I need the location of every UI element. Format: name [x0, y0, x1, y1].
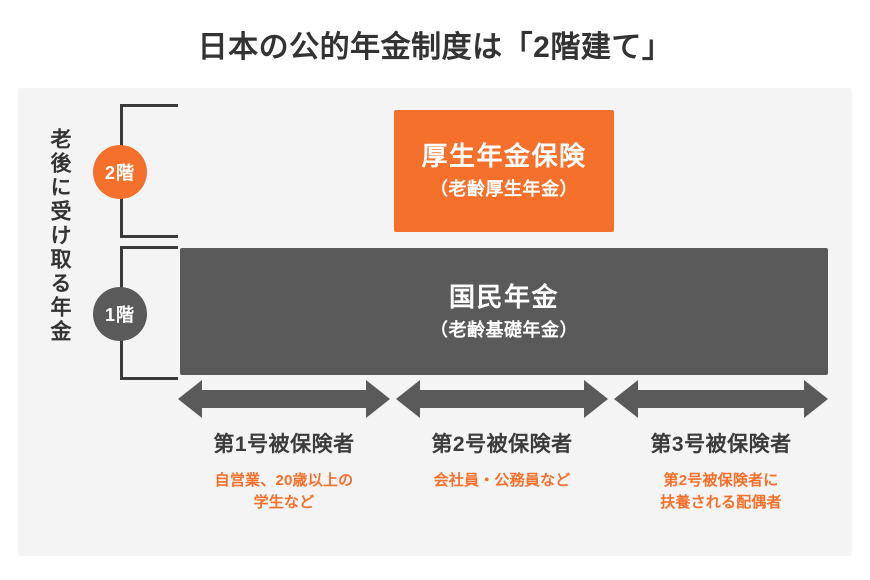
page-title: 日本の公的年金制度は「2階建て」 [197, 31, 673, 64]
category-description-2: 会社員・公務員など [433, 472, 571, 490]
category-column-1: 第1号被保険者 自営業、20歳以上の学生など [172, 432, 396, 514]
floor-badge-2: 2階 [93, 145, 147, 199]
category-description-1: 自営業、20歳以上の学生など [214, 472, 354, 511]
scheme-subtitle-kosei: （老齢厚生年金） [430, 179, 578, 200]
double-headed-arrow-icon [614, 378, 828, 420]
category-title-2: 第2号被保険者 [431, 433, 573, 456]
category-title-1: 第1号被保険者 [213, 433, 355, 456]
category-title-3: 第3号被保険者 [650, 433, 792, 456]
scheme-box-kokumin-nenkin: 国民年金 （老齢基礎年金） [180, 248, 828, 375]
double-headed-arrow-icon [396, 378, 608, 420]
category-column-3: 第3号被保険者 第2号被保険者に扶養される配偶者 [608, 432, 834, 514]
scheme-box-kosei-nenkin: 厚生年金保険 （老齢厚生年金） [394, 110, 614, 232]
scheme-subtitle-kokumin: （老齢基礎年金） [430, 319, 578, 340]
scheme-title-kokumin: 国民年金 [448, 281, 559, 312]
scheme-title-kosei: 厚生年金保険 [421, 141, 587, 172]
category-column-2: 第2号被保険者 会社員・公務員など [390, 432, 614, 492]
floor-badge-1: 1階 [93, 287, 147, 341]
vertical-axis-label: 老後に受け取る年金 [48, 128, 71, 344]
double-headed-arrow-icon [178, 378, 390, 420]
category-description-3: 第2号被保険者に扶養される配偶者 [660, 472, 782, 511]
